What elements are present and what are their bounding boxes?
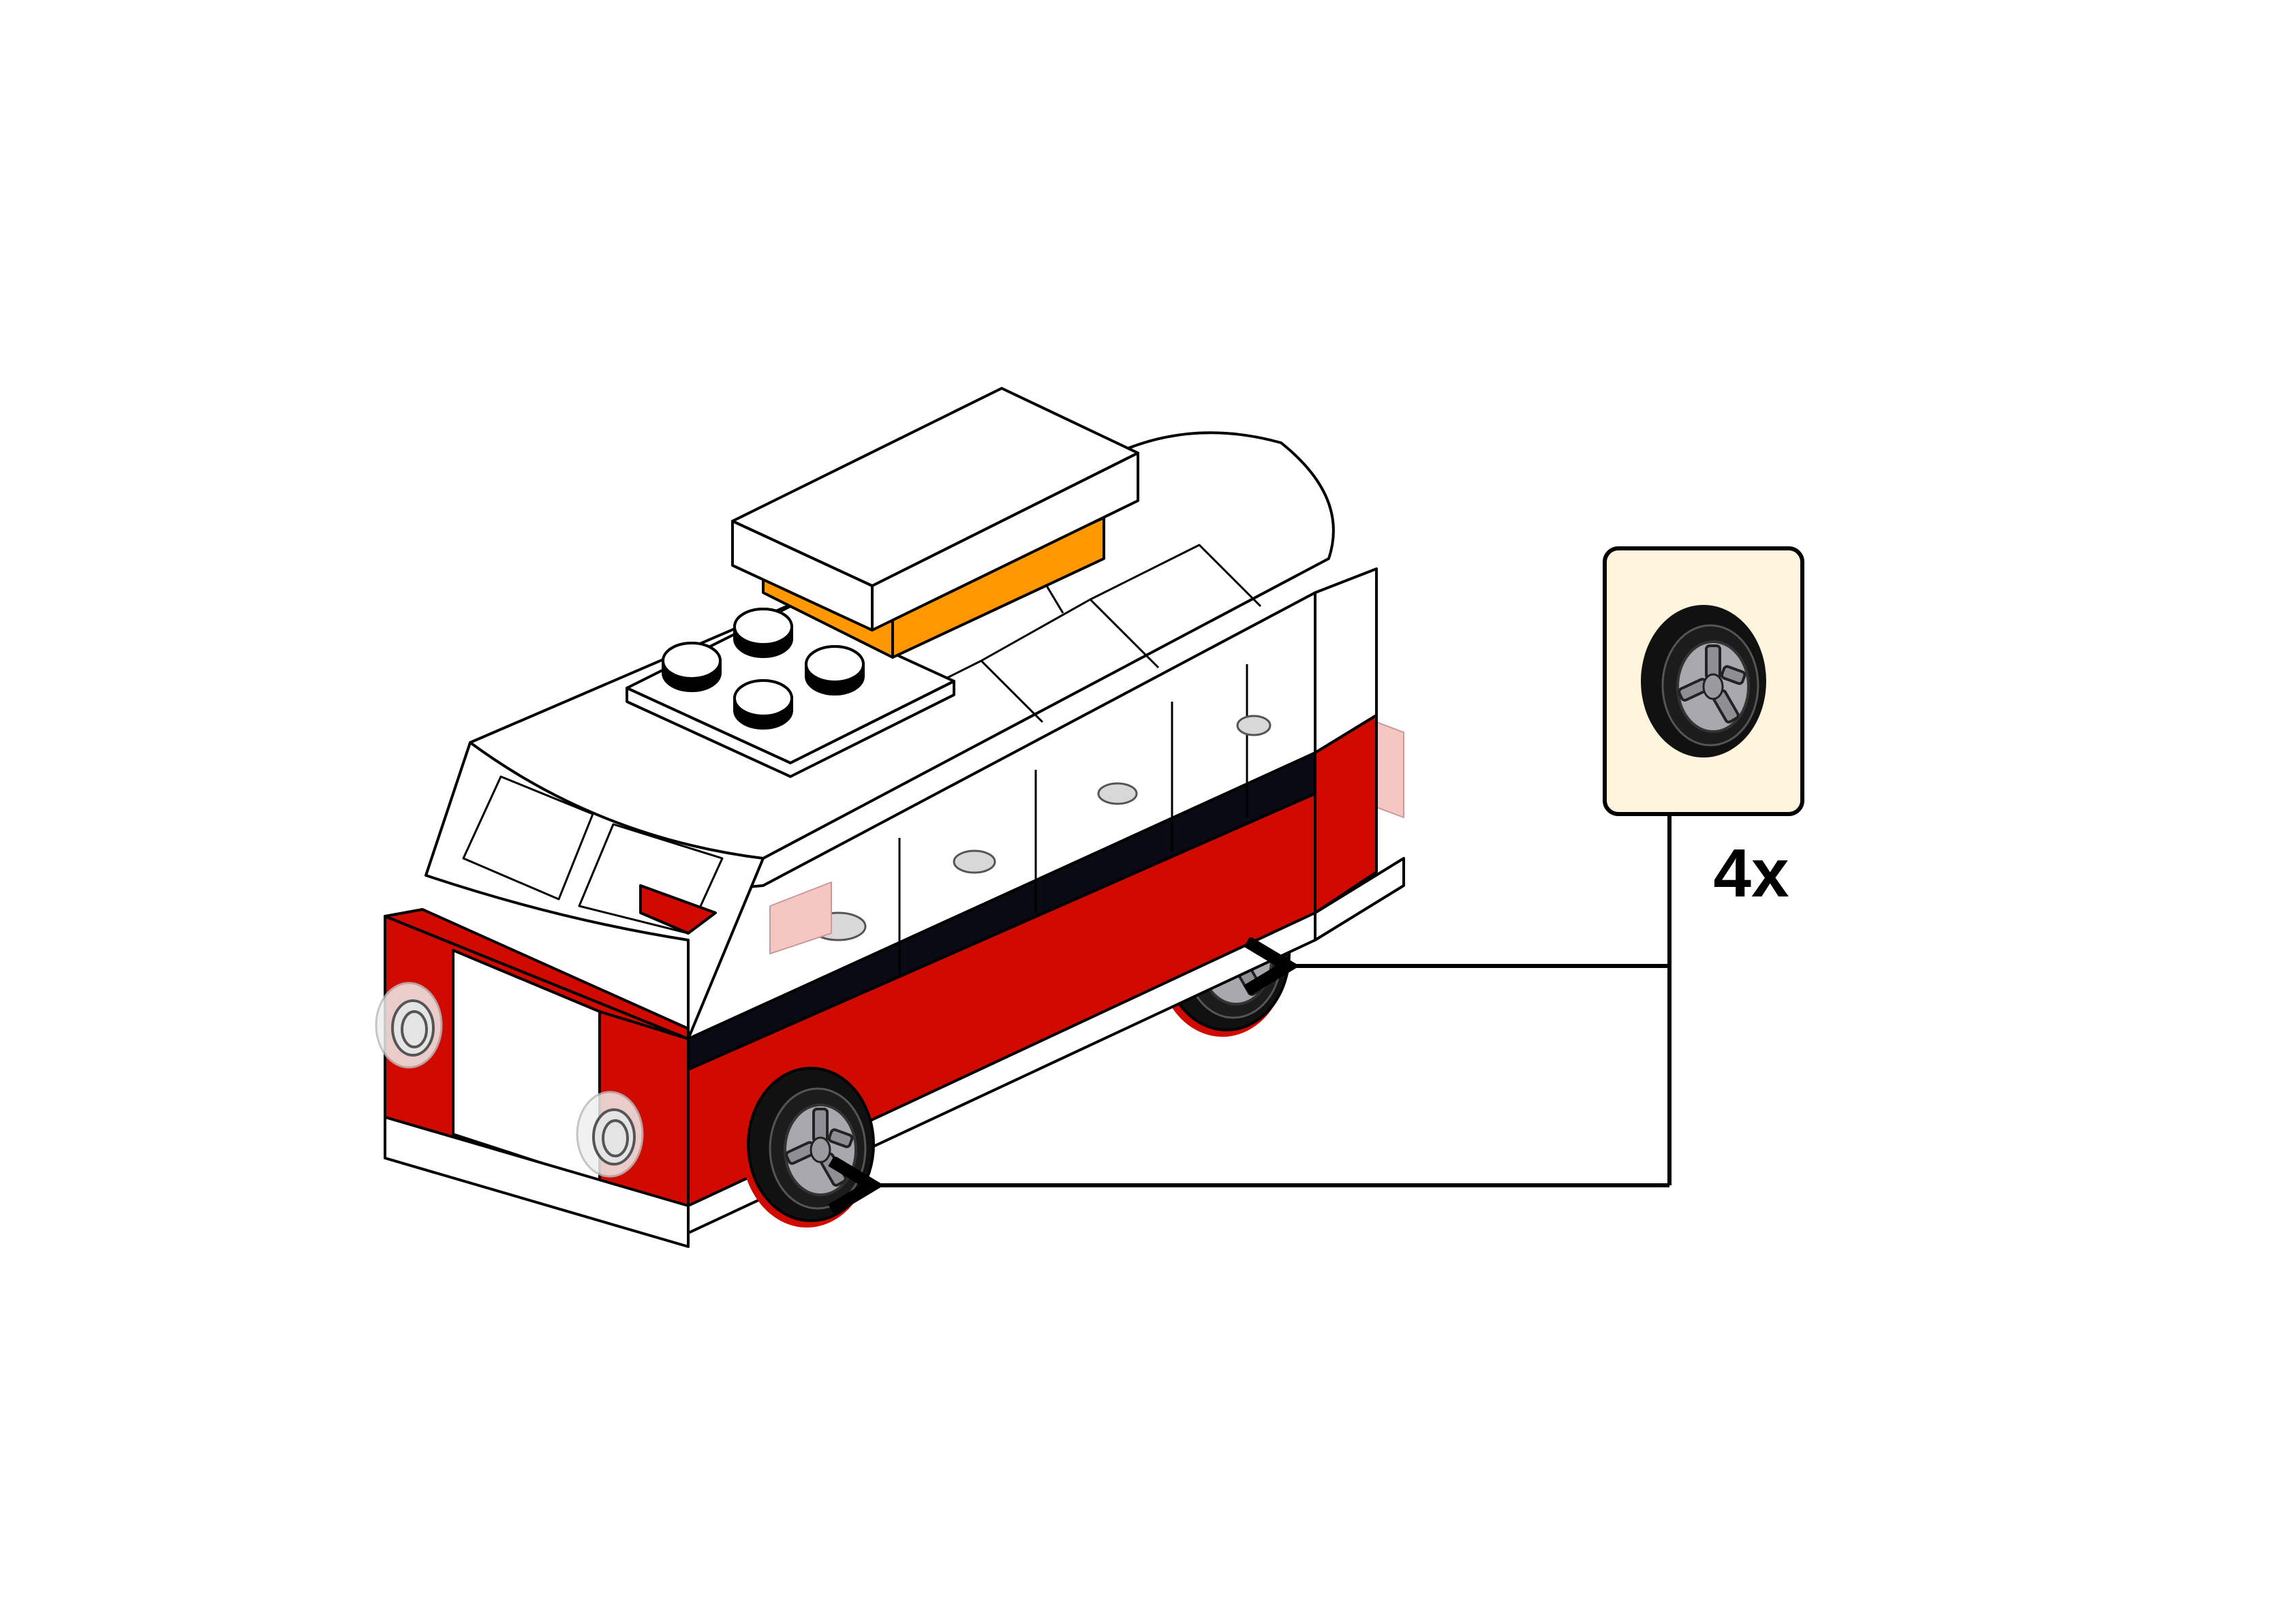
headlight-left [375,982,443,1069]
parts-callout [1603,546,1804,816]
wheel-part-icon [1639,604,1768,759]
camper-van-model [375,387,1405,1248]
front-bumper [384,1116,690,1248]
callout-connectors [872,816,1672,1185]
windshield-frame [425,741,765,1040]
quantity-label: 4x [1713,835,1789,911]
front-wheel [741,1067,875,1228]
headlight-right [576,1091,644,1178]
